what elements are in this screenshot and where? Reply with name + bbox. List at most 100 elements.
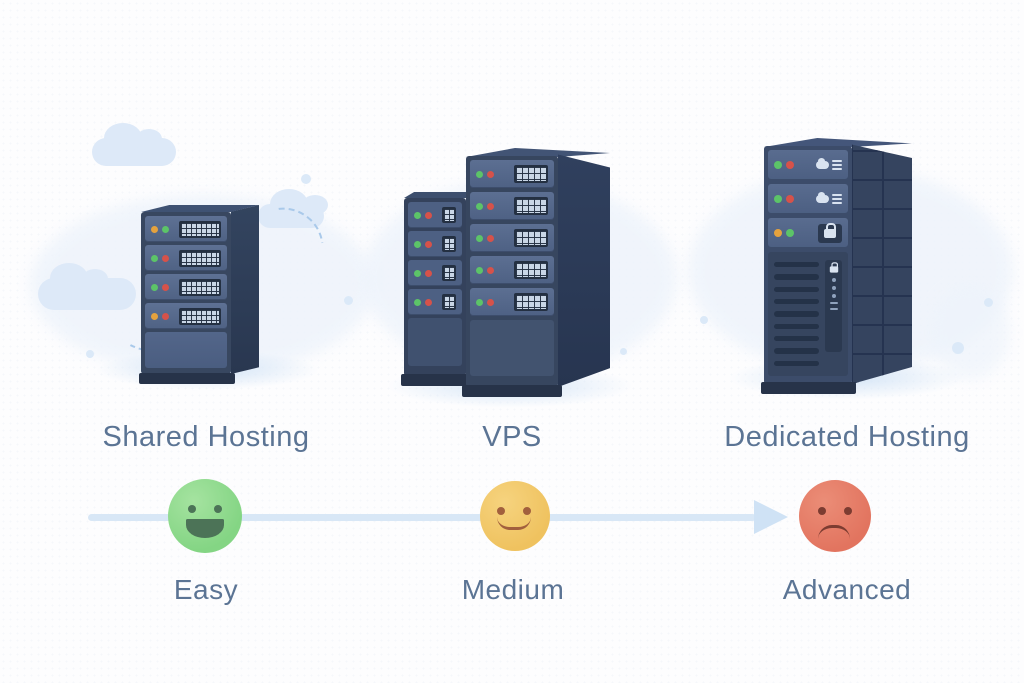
- led-red-icon: [487, 298, 494, 306]
- decor-dot: [86, 350, 94, 358]
- lock-icon: [829, 262, 838, 273]
- led-red-icon: [487, 202, 494, 210]
- decor-dot: [344, 296, 353, 305]
- led-green-icon: [414, 269, 421, 277]
- rack-unit: [145, 303, 227, 329]
- led-red-icon: [425, 269, 432, 277]
- difficulty-axis-line: [88, 514, 756, 521]
- happy-face-icon: [168, 479, 242, 553]
- keypad-icon: [514, 261, 548, 279]
- server-top: [764, 138, 912, 147]
- vent-slats: [768, 252, 825, 376]
- led-green-icon: [414, 211, 421, 219]
- rack-unit: [408, 202, 462, 228]
- server-top: [404, 192, 476, 198]
- rack-blank-panel: [145, 332, 227, 368]
- lock-icon: [824, 222, 836, 238]
- led-green-icon: [476, 234, 483, 242]
- server-side: [558, 154, 610, 387]
- led-green-icon: [476, 266, 483, 274]
- dedicated-server-illustration: [761, 138, 914, 394]
- rack-unit: [470, 192, 554, 220]
- rack-unit: [145, 274, 227, 300]
- easy-label: Easy: [173, 574, 239, 605]
- led-green-icon: [162, 225, 169, 233]
- led-red-icon: [162, 312, 169, 320]
- rack-unit: [768, 150, 848, 180]
- server-side: [852, 144, 912, 384]
- server-base: [139, 373, 235, 384]
- rack-unit: [768, 218, 848, 248]
- led-green-icon: [786, 229, 794, 237]
- server-front: [764, 146, 852, 384]
- rack-unit: [145, 216, 227, 242]
- led-green-icon: [476, 170, 483, 178]
- shared-hosting-title: Shared Hosting: [102, 421, 310, 453]
- decor-dot: [984, 298, 993, 307]
- control-strip: [825, 260, 842, 352]
- led-green-icon: [151, 283, 158, 291]
- led-orange-icon: [151, 312, 158, 320]
- keypad-icon: [442, 265, 456, 281]
- server-front: [466, 156, 558, 387]
- server-front: [141, 212, 231, 374]
- keypad-icon: [514, 165, 548, 183]
- led-red-icon: [487, 266, 494, 274]
- arrow-right-icon: [754, 500, 788, 534]
- rack-unit: [470, 160, 554, 188]
- led-red-icon: [786, 161, 794, 169]
- led-red-icon: [425, 240, 432, 248]
- led-red-icon: [487, 170, 494, 178]
- led-orange-icon: [774, 229, 782, 237]
- keypad-icon: [442, 207, 456, 223]
- led-green-icon: [151, 254, 158, 262]
- vps-title: VPS: [482, 421, 542, 453]
- server-base: [462, 385, 562, 397]
- led-red-icon: [487, 234, 494, 242]
- rack-unit: [470, 256, 554, 284]
- rack-blank-panel: [408, 318, 462, 366]
- medium-label: Medium: [461, 574, 565, 605]
- vent-section: [768, 252, 848, 376]
- led-green-icon: [476, 298, 483, 306]
- keypad-icon: [179, 278, 221, 296]
- led-orange-icon: [151, 225, 158, 233]
- decor-dot: [620, 348, 627, 355]
- smile-mouth: [497, 517, 531, 530]
- keypad-icon: [179, 307, 221, 325]
- cloud-icon: [92, 123, 176, 166]
- led-green-icon: [774, 161, 782, 169]
- cloud-icon: [258, 189, 328, 228]
- decor-dot: [952, 342, 964, 354]
- rack-unit: [408, 231, 462, 257]
- cloud-icon: [38, 263, 136, 310]
- shared-hosting-server-illustration: [139, 205, 291, 390]
- server-base: [761, 382, 856, 394]
- dedicated-hosting-title: Dedicated Hosting: [724, 421, 970, 453]
- led-red-icon: [786, 195, 794, 203]
- frown-mouth: [818, 525, 850, 539]
- advanced-label: Advanced: [782, 574, 912, 605]
- server-front: [404, 198, 466, 376]
- led-red-icon: [425, 298, 432, 306]
- led-green-icon: [414, 298, 421, 306]
- led-red-icon: [425, 211, 432, 219]
- led-green-icon: [774, 195, 782, 203]
- server-base: [401, 374, 469, 386]
- led-green-icon: [476, 202, 483, 210]
- keypad-icon: [179, 249, 221, 267]
- keypad-icon: [514, 197, 548, 215]
- keypad-icon: [514, 229, 548, 247]
- rack-unit: [408, 289, 462, 315]
- rack-unit: [470, 288, 554, 316]
- rack-unit: [145, 245, 227, 271]
- sad-face-icon: [799, 480, 871, 552]
- keypad-icon: [179, 220, 221, 238]
- cloud-status-icon: [816, 158, 842, 170]
- rack-blank-panel: [470, 320, 554, 376]
- vps-servers-illustration: [401, 148, 616, 397]
- decor-dot: [700, 316, 708, 324]
- decor-dot: [301, 174, 311, 184]
- rack-unit: [408, 260, 462, 286]
